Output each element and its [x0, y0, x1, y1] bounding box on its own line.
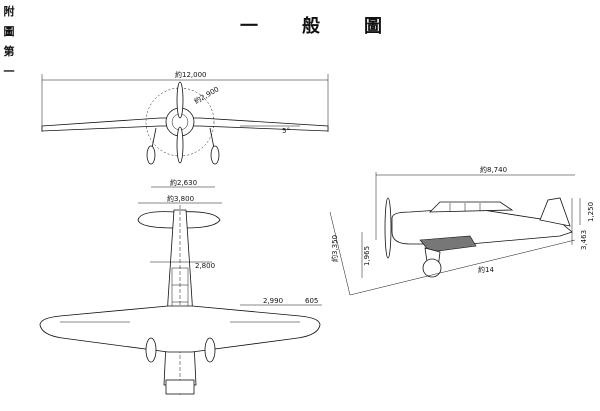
track-label: 約2,630 — [170, 178, 197, 187]
dihedral-label: 5° — [282, 127, 290, 135]
diag-label: 約3,350 — [330, 235, 339, 262]
wing-side — [419, 235, 477, 253]
fuselage-label: 2,800 — [195, 262, 215, 270]
ground-line — [349, 239, 576, 296]
gear-label: 1,965 — [363, 246, 371, 266]
height-label-2: 3,463 — [580, 230, 588, 250]
angle-label: 約14 — [478, 265, 494, 274]
left-gear-strut — [151, 127, 157, 149]
propeller-blade-top — [176, 81, 184, 119]
span-label: 約12,000 — [175, 70, 207, 79]
figure-number-char: 一 — [3, 65, 15, 78]
length-label: 約8,740 — [480, 165, 507, 174]
side-view: 約8,740 約14 約3,350 1,965 1,250 3,463 — [329, 165, 595, 296]
drawing-title: 一般圖 — [240, 16, 426, 37]
canopy-side — [429, 201, 514, 213]
front-view: 約12,000 約2,900 5° 約2,630 — [41, 70, 329, 188]
left-wheel — [146, 145, 156, 165]
figure-number-char: 附 — [3, 5, 15, 18]
right-wheel — [210, 145, 220, 165]
right-gear-strut — [209, 127, 215, 149]
propeller-blade-bottom — [176, 126, 184, 164]
engine-top — [165, 379, 195, 395]
main-wing-top — [39, 305, 321, 353]
diag-dimension-line — [329, 211, 351, 296]
wheel-side — [422, 258, 442, 278]
left-gear-fairing — [145, 337, 157, 363]
chord-label: 2,990 — [263, 297, 283, 305]
top-view: 約3,800 2,800 2,990 605 — [39, 194, 322, 395]
figure-number-char: 第 — [3, 45, 15, 58]
figure-number-char: 圖 — [3, 25, 15, 38]
tailplane-span-label: 約3,800 — [167, 194, 194, 203]
prop-label: 約2,900 — [193, 84, 221, 105]
tail-fin — [539, 197, 571, 227]
right-gear-fairing — [204, 337, 216, 363]
tip-label: 605 — [305, 297, 318, 305]
figure-number-label: 附 圖 第 一 — [2, 2, 16, 82]
fuselage-side — [391, 207, 573, 245]
height-label-1: 1,250 — [587, 202, 595, 222]
propeller-side — [384, 197, 392, 259]
